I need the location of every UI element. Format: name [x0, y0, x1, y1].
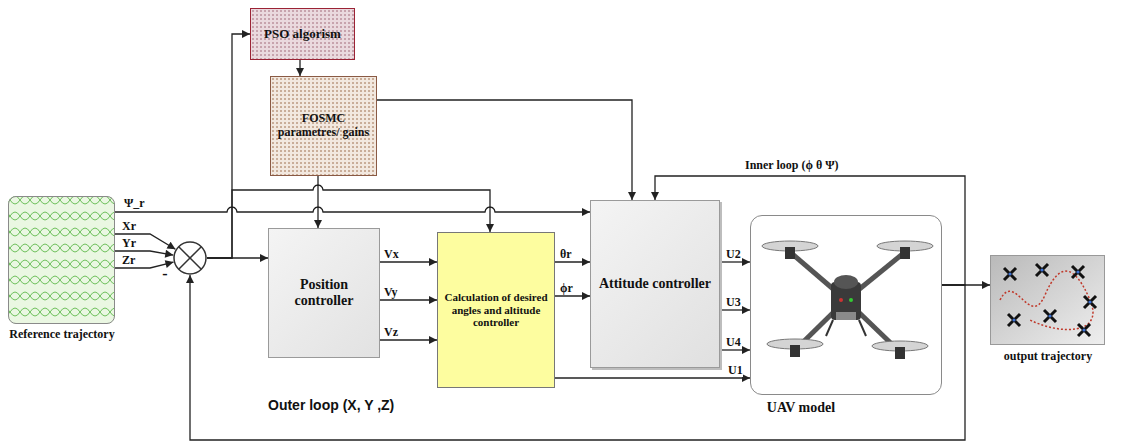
box-label: Reference trajectory	[9, 328, 114, 342]
signal-name: Inner loop (ϕ θ Ψ)	[745, 159, 839, 172]
signal-name: Xr	[122, 220, 136, 233]
output-box: output trajectory	[990, 255, 1105, 345]
controller-box: Attitude controller	[590, 200, 720, 368]
signal-name: Vy	[384, 286, 398, 299]
loop-label: Outer loop (X, Y ,Z)	[268, 397, 394, 413]
signal-arrow	[380, 339, 437, 340]
box-label: Attitude controller	[599, 276, 711, 292]
algorithm-box: PSO algorism	[250, 8, 355, 60]
signal-arrow	[555, 261, 590, 262]
trajectory-box: Reference trajectory	[8, 196, 115, 324]
signal-name: U1	[728, 364, 743, 377]
summing-junction: -	[173, 241, 207, 275]
trajectory-pattern	[8, 196, 115, 324]
signal-name: Ψ_r	[124, 197, 145, 210]
controller-box: Position controller	[268, 228, 380, 358]
signal-name: θr	[560, 248, 572, 261]
calculation-box: Calculation of desired angles and altitu…	[437, 232, 555, 388]
signal-arrow	[380, 261, 437, 262]
parameter-box: FOSMC parametres/ gains	[270, 76, 377, 176]
junction-cross	[179, 247, 202, 270]
trajectory-image	[990, 255, 1105, 345]
signal-arrow	[555, 377, 750, 378]
box-label: FOSMC parametres/ gains	[275, 112, 372, 140]
signal-arrow	[115, 207, 590, 212]
junction-circle	[174, 242, 206, 274]
box-label: UAV model	[767, 400, 835, 416]
signal-name: Vz	[384, 326, 398, 339]
signal-name: ϕr	[560, 282, 573, 295]
signal-name: U4	[726, 336, 741, 349]
signal-arrow	[377, 100, 632, 200]
box-label: output trajectory	[1004, 350, 1092, 364]
box-label: Position controller	[273, 277, 375, 309]
junction-outline	[173, 241, 207, 275]
drone-illustration	[750, 215, 942, 395]
signal-arrow	[720, 309, 750, 310]
signal-arrow	[555, 295, 590, 296]
signal-name: U2	[726, 248, 741, 261]
signal-name: Vx	[384, 248, 399, 261]
uav-model-box: UAV model	[750, 215, 942, 395]
signal-name: Yr	[122, 237, 136, 250]
signal-arrow	[115, 234, 175, 249]
junction-cross	[179, 247, 202, 270]
box-label: -	[162, 265, 167, 283]
signal-arrow	[720, 261, 750, 262]
signal-arrow	[317, 176, 318, 228]
box-label: PSO algorism	[264, 27, 341, 42]
signal-arrow	[380, 299, 437, 300]
signal-name: Zr	[122, 254, 135, 267]
signal-name: U3	[726, 296, 741, 309]
signal-arrow	[207, 34, 250, 258]
box-label: Calculation of desired angles and altitu…	[442, 291, 550, 329]
signal-arrow	[720, 349, 750, 350]
signal-arrow	[299, 60, 300, 76]
